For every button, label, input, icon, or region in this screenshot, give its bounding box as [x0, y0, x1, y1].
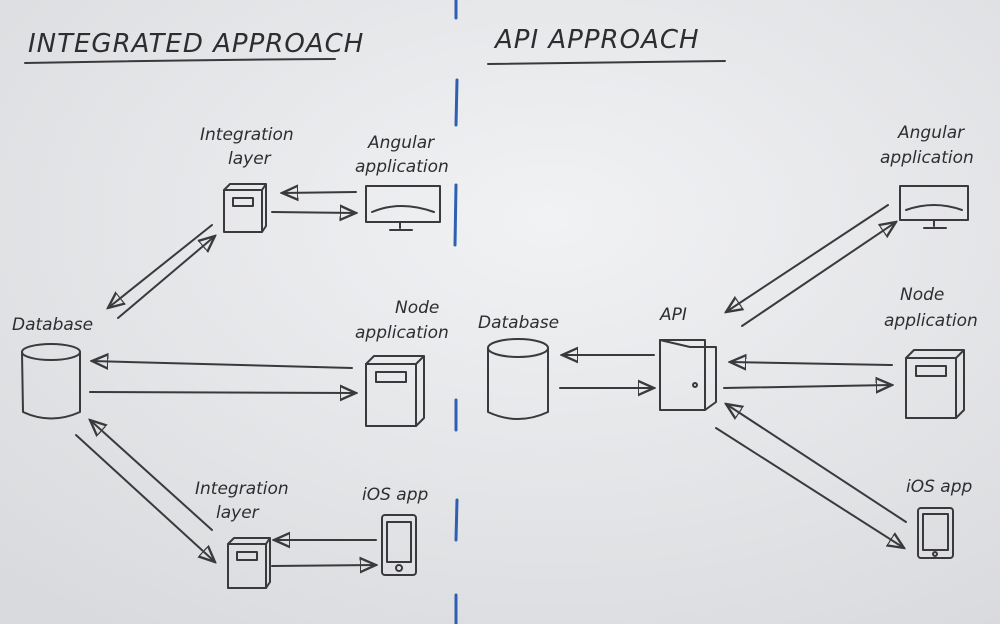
left-database-icon [21, 343, 81, 420]
arrow-database-to-integration2 [75, 434, 215, 562]
arrow-angular-to-api [726, 204, 889, 312]
left-angular-label-2: application [355, 157, 449, 177]
right-node-label-1: Node [900, 285, 944, 305]
left-database-label: Database [12, 315, 93, 335]
left-integration-layer-top-server-icon [223, 183, 267, 233]
right-angular-label-2: application [880, 148, 974, 168]
blue-divider [453, 0, 459, 624]
arrow-api-to-angular [741, 222, 896, 327]
arrow-angular-to-integration [282, 192, 357, 193]
left-ios-label: iOS app [362, 485, 429, 505]
left-integration-layer-bottom-label-1: Integration [195, 479, 289, 499]
left-node-server-icon [365, 355, 425, 427]
left-title-underline [24, 58, 336, 64]
right-database-icon [487, 338, 549, 420]
right-api-label: API [659, 305, 687, 325]
right-angular-label-1: Angular [897, 123, 965, 143]
left-node-label-2: application [355, 323, 449, 343]
right-ios-tablet-icon [917, 507, 954, 559]
left-integration-layer-bottom-server-icon [227, 537, 271, 589]
right-node-label-2: application [884, 311, 978, 331]
arrow-integration-to-angular [271, 212, 356, 213]
left-node-label-1: Node [395, 298, 439, 318]
right-api-door-icon [659, 339, 717, 411]
right-angular-monitor-icon [899, 185, 969, 229]
right-ios-label: iOS app [906, 477, 973, 497]
arrow-ios-to-api [726, 404, 907, 523]
left-ios-phone-icon [381, 514, 417, 576]
left-title: INTEGRATED APPROACH [28, 29, 364, 59]
arrow-database-to-node [89, 392, 356, 393]
left-angular-monitor-icon [365, 185, 441, 231]
arrow-node-to-api [730, 362, 893, 365]
right-node-server-icon [905, 349, 965, 419]
arrow-api-to-ios [715, 427, 904, 548]
left-integration-layer-bottom-label-2: layer [216, 503, 260, 523]
right-title: API APPROACH [493, 25, 700, 55]
arrow-integration-to-database [108, 224, 213, 308]
left-angular-label-1: Angular [367, 133, 435, 153]
left-integration-layer-top-label-2: layer [228, 149, 272, 169]
right-title-underline [487, 60, 726, 65]
arrow-integration-to-ios [271, 565, 376, 566]
arrow-database-to-integration [117, 236, 215, 319]
right-database-label: Database [478, 313, 559, 333]
arrow-node-to-database [92, 361, 353, 368]
left-integration-layer-top-label-1: Integration [200, 125, 294, 145]
arrow-integration2-to-database [90, 420, 213, 531]
arrow-api-to-node [723, 385, 892, 388]
